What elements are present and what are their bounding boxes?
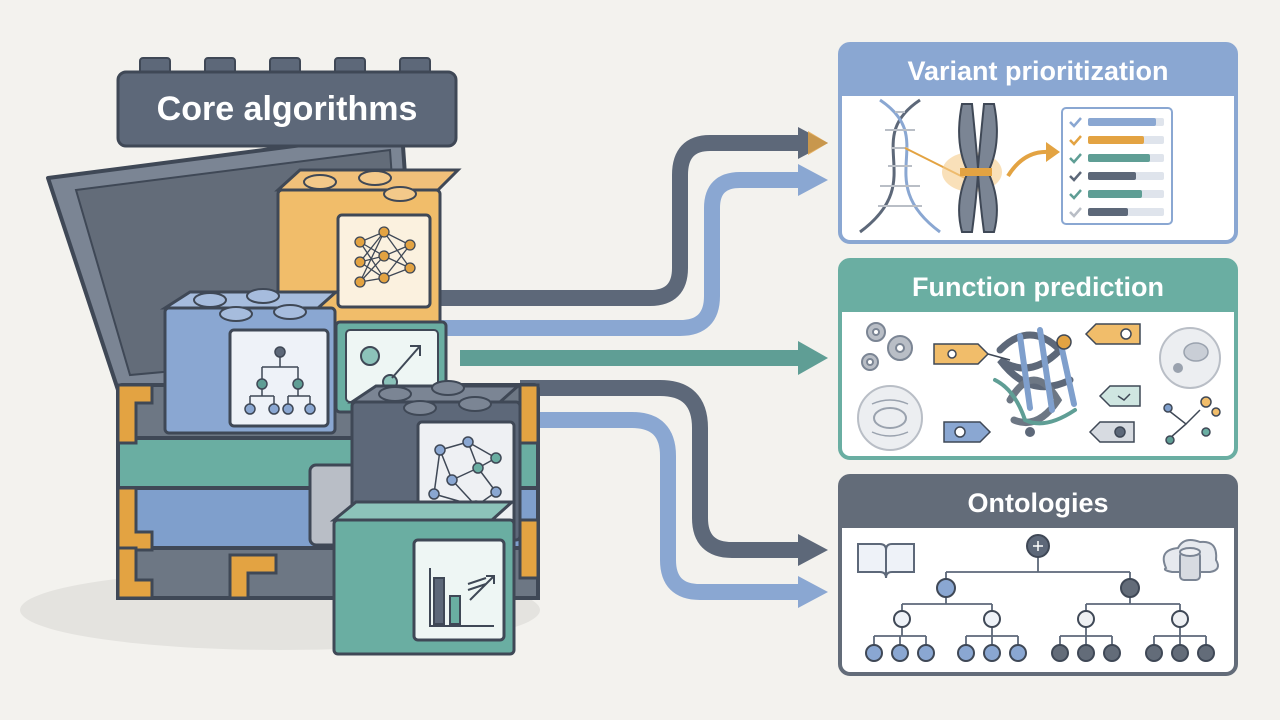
brain-icon [1026,534,1050,558]
block-hierarchy [159,288,340,435]
bar-chart-trend-icon [429,568,495,627]
arrowhead-ontology-slate [798,534,828,566]
arrow-variant-slate [440,135,800,306]
panel-variant-prioritization: Variant prioritization [838,42,1238,244]
corner-bracket [518,518,540,580]
curved-orange-arrow [1006,149,1051,178]
tree-nodes-icon [865,534,1215,662]
tag-icon [1098,385,1141,407]
cell-icon [1159,327,1221,389]
arrow-ontology-blue [540,412,800,600]
corner-bracket [518,383,540,445]
core-algorithms-brick: Core algorithms [116,57,458,148]
tag-icon [933,343,1011,365]
protein-structure-icon [993,327,1077,437]
arrowhead-function-teal [798,341,828,375]
panel-title-variant: Variant prioritization [907,56,1168,86]
arrow-variant-blue [440,172,800,336]
arrowhead-ontology-blue [798,576,828,608]
chromosome-icon [942,103,1002,233]
database-cloud-icon [1162,539,1219,581]
book-icon [857,543,915,579]
cell-icon [857,385,923,451]
molecule-icon [1163,396,1221,445]
core-algorithms-label: Core algorithms [157,90,418,128]
tag-icon [1088,421,1135,443]
neural-network-icon [354,226,416,288]
hierarchy-tree-icon [244,346,316,415]
corner-bracket [116,546,154,600]
gears-icon [861,322,913,371]
panel-function-prediction: Function prediction [838,258,1238,460]
corner-bracket [228,553,278,600]
block-bar-chart [329,500,516,656]
arrowhead-variant-orange-edge [808,131,828,155]
arrowhead-variant-blue [798,164,828,196]
orange-arrowhead [1046,142,1060,162]
tag-icon [943,421,992,443]
tag-icon [1084,323,1141,345]
arrow-ontology-slate [520,380,800,558]
panel-ontologies: Ontologies [838,474,1238,676]
panel-title-function: Function prediction [912,272,1164,302]
connector-arrows [440,127,828,608]
corner-bracket [116,383,154,445]
graph-network-icon [428,436,502,512]
panel-title-ontologies: Ontologies [968,488,1109,518]
ranked-checklist-icon [1061,107,1173,225]
